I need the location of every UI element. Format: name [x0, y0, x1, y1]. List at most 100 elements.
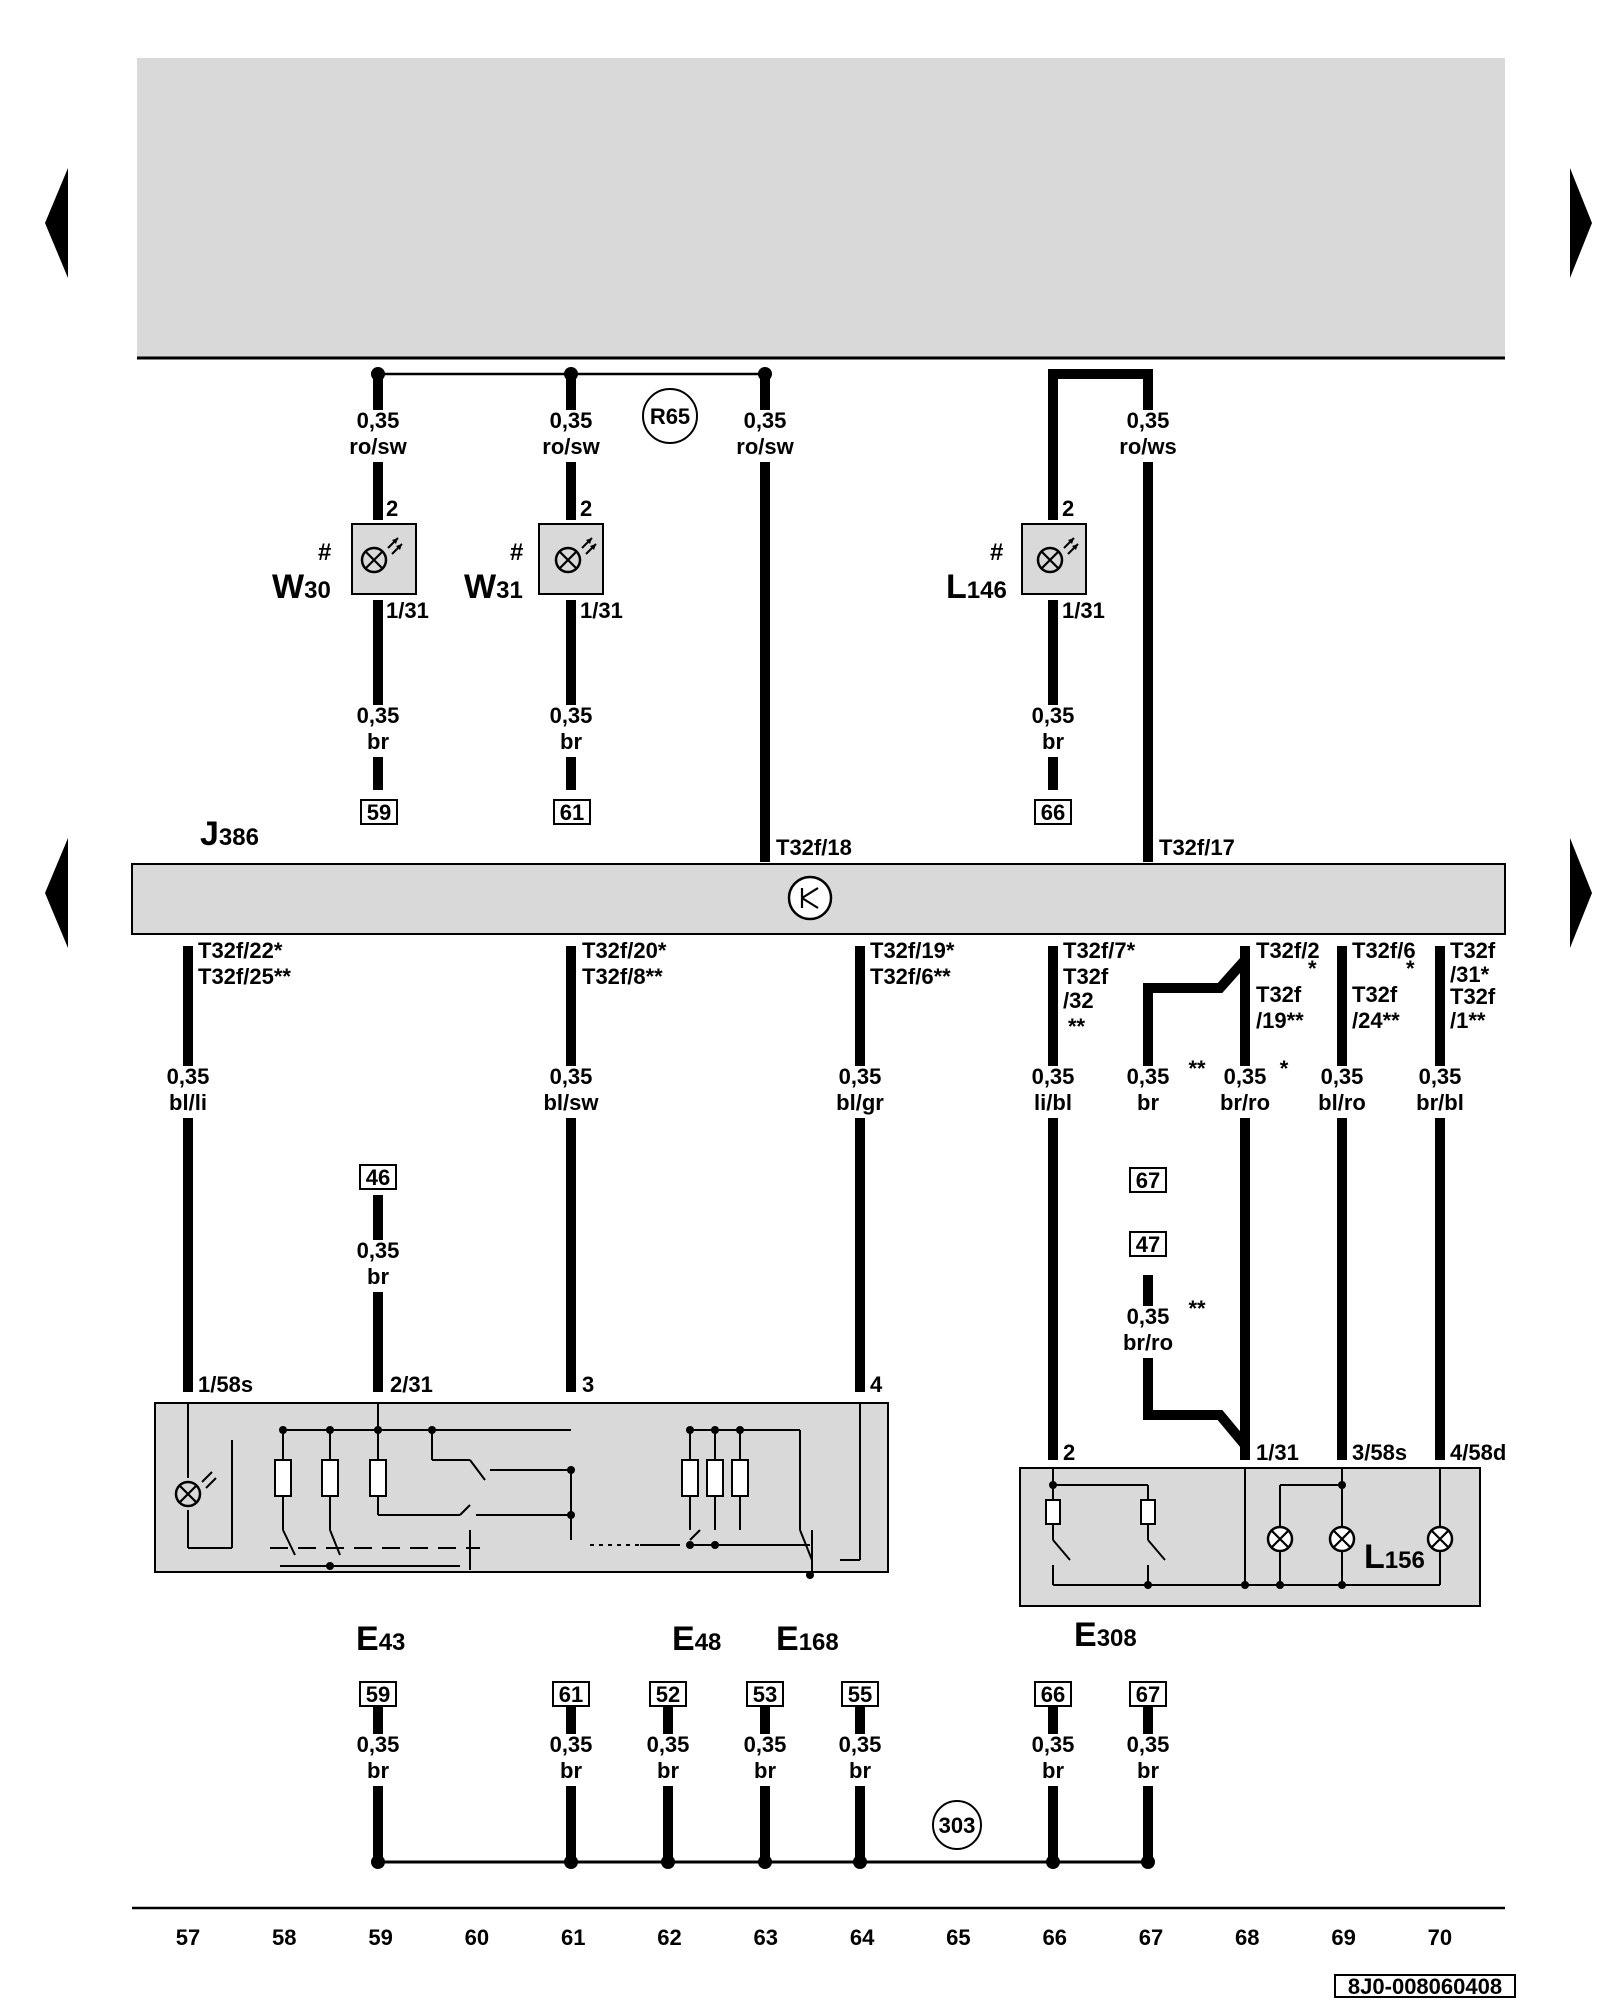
- wire-color-label: bl/gr: [836, 1090, 884, 1115]
- wire-color-label: br: [560, 729, 582, 754]
- wire-color-label: br: [754, 1758, 776, 1783]
- pin-label: *: [1308, 956, 1317, 981]
- wire-size-label: 0,35: [839, 1064, 882, 1089]
- pin-label: T32f/2: [1256, 938, 1320, 963]
- pin-label: 2: [580, 496, 592, 521]
- connection-r65-circle: [642, 388, 698, 444]
- pin-label: T32f: [1063, 964, 1109, 989]
- wire-label-backdrop: [1020, 1734, 1086, 1786]
- wire-size-label: 0,35: [550, 1064, 593, 1089]
- pin-label: 4: [870, 1372, 883, 1397]
- bulb-icon: [1426, 1525, 1454, 1553]
- pin-label: T32f: [1256, 982, 1302, 1007]
- wire-label-backdrop: [827, 1734, 893, 1786]
- switch-box-e43-e48-e168: [154, 1402, 889, 1573]
- pin-label: 2/31: [390, 1372, 433, 1397]
- component-e168-label: E168: [776, 1620, 839, 1658]
- pin-label: 2: [1062, 496, 1074, 521]
- pin-label: *: [1406, 956, 1415, 981]
- wire-color-label: br: [367, 1264, 389, 1289]
- prev-page-arrow-middle[interactable]: [45, 838, 68, 948]
- wire-color-label: br: [560, 1758, 582, 1783]
- pin-label: /32: [1063, 988, 1094, 1013]
- ground-ref-label: 52: [656, 1682, 680, 1707]
- diagram-id-box: [1334, 1974, 1516, 1998]
- switch-internal-schematic: [187, 1403, 861, 1575]
- pin-label: T32f/17: [1159, 835, 1235, 860]
- pin-label: **: [1068, 1014, 1086, 1039]
- component-e48-label: E48: [672, 1620, 721, 1658]
- wire-size-label: 0,35: [744, 408, 787, 433]
- wire-size-label: 0,35: [1127, 408, 1170, 433]
- wire-color-label: ro/ws: [1119, 434, 1176, 459]
- ground-303-circle: [932, 1800, 982, 1850]
- bulb-icon: [360, 546, 388, 574]
- ref-box-61: 61: [560, 800, 584, 825]
- wire-color-label: br: [1137, 1090, 1159, 1115]
- wire-size-label: 0,35: [357, 703, 400, 728]
- ref-box-47: 47: [1136, 1232, 1160, 1257]
- wire-size-label: 0,35: [1419, 1064, 1462, 1089]
- pin-label: T32f/6**: [870, 964, 951, 989]
- wire-marker: *: [1280, 1056, 1289, 1081]
- wire-size-label: 0,35: [744, 1732, 787, 1757]
- bulb-icon: [1328, 1525, 1356, 1553]
- ground-ref-box: [649, 1681, 687, 1707]
- pin-label: T32f/6: [1352, 938, 1416, 963]
- pin-label: 1/31: [386, 598, 429, 623]
- diagram-id-label: 8J0-008060408: [1348, 1974, 1502, 1999]
- wire-size-label: 0,35: [1032, 1732, 1075, 1757]
- wire-color-label: br: [849, 1758, 871, 1783]
- bulb-icon: [1266, 1525, 1294, 1553]
- wire-label-backdrop: [538, 1734, 604, 1786]
- next-page-arrow-middle[interactable]: [1570, 838, 1592, 948]
- hash-marker: #: [318, 539, 331, 566]
- ground-303-label: 303: [939, 1813, 976, 1838]
- wire-color-label: ro/sw: [736, 434, 794, 459]
- ground-ref-box: [552, 1681, 590, 1707]
- scale-number: 57: [176, 1925, 200, 1950]
- wire-color-label: br/ro: [1123, 1330, 1173, 1355]
- wire-size-label: 0,35: [550, 1732, 593, 1757]
- upper-component-area: [137, 58, 1505, 358]
- wire-size-label: 0,35: [647, 1732, 690, 1757]
- wire-label-backdrop: [732, 1734, 798, 1786]
- pin-label: 4/58d: [1450, 1440, 1506, 1465]
- wire-color-label: br/bl: [1416, 1090, 1464, 1115]
- wire-size-label: 0,35: [167, 1064, 210, 1089]
- wire-color-label: br: [1137, 1758, 1159, 1783]
- pin-label: /1**: [1450, 1008, 1486, 1033]
- prev-page-arrow-top[interactable]: [45, 168, 68, 278]
- pin-label: 1/31: [1256, 1440, 1299, 1465]
- pin-label: /31*: [1450, 962, 1490, 987]
- ground-ref-box: [1129, 1681, 1167, 1707]
- switch-box-e308-l156: [1019, 1467, 1481, 1607]
- ground-ref-label: 53: [753, 1682, 777, 1707]
- scale-number: 69: [1331, 1925, 1355, 1950]
- ground-ref-label: 61: [559, 1682, 583, 1707]
- scale-number: 65: [946, 1925, 970, 1950]
- wire-66-67-top: [1048, 369, 1153, 862]
- wire-color-label: li/bl: [1034, 1090, 1072, 1115]
- transistor-icon: [787, 875, 833, 921]
- pin-label: 3: [582, 1372, 594, 1397]
- ref-box-46: 46: [366, 1165, 390, 1190]
- ref-box-67: 67: [1136, 1168, 1160, 1193]
- ground-ref-label: 59: [366, 1682, 390, 1707]
- wire-color-label: br: [1042, 1758, 1064, 1783]
- scale-number: 62: [657, 1925, 681, 1950]
- ground-group: 590,35br610,35br520,35br530,35br550,35br…: [345, 1681, 1181, 1869]
- lamp-l146: [1021, 523, 1087, 595]
- wire-size-label: 0,35: [357, 1732, 400, 1757]
- pin-label: 2: [386, 496, 398, 521]
- next-page-arrow-top[interactable]: [1570, 168, 1592, 278]
- wire-size-label: 0,35: [1321, 1064, 1364, 1089]
- scale-number: 64: [850, 1925, 875, 1950]
- wire-color-label: bl/li: [169, 1090, 207, 1115]
- scale-number: 61: [561, 1925, 585, 1950]
- component-w31-label: W31: [464, 568, 523, 606]
- connection-r65-label: R65: [650, 404, 690, 429]
- ground-ref-box: [1034, 1681, 1072, 1707]
